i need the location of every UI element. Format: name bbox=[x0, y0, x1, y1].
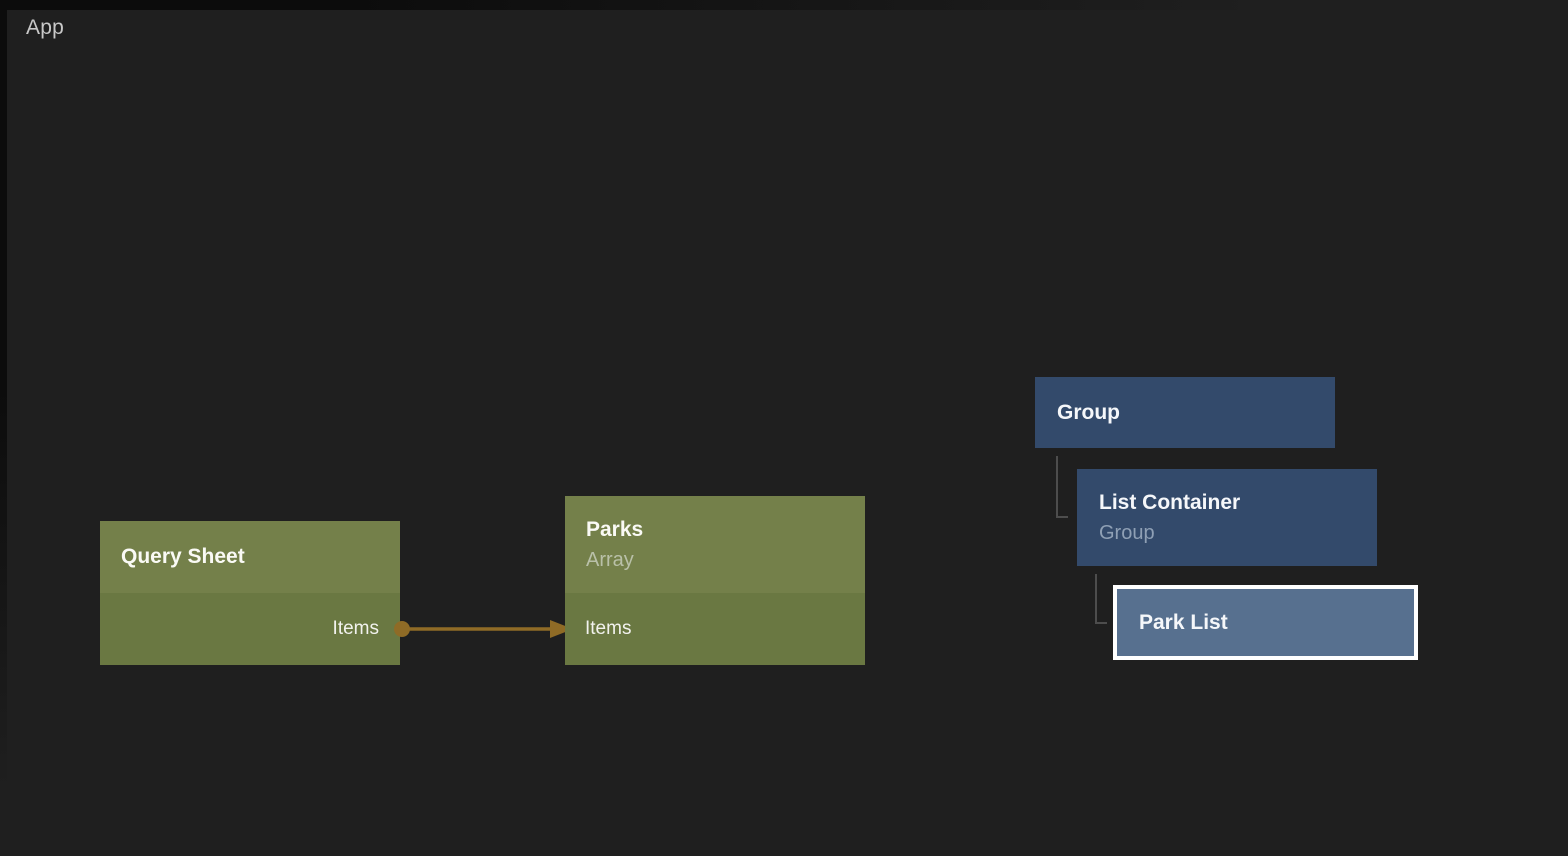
connection-wire[interactable] bbox=[390, 611, 582, 647]
node-title: Query Sheet bbox=[121, 545, 245, 568]
node-title: Park List bbox=[1139, 610, 1228, 634]
node-title: List Container bbox=[1099, 490, 1241, 514]
tree-connector-line bbox=[1056, 456, 1058, 518]
node-type-subtitle: Group bbox=[1099, 521, 1155, 544]
output-port-label: Items bbox=[332, 618, 379, 639]
node-title: Group bbox=[1057, 400, 1120, 424]
tree-connector-line bbox=[1095, 622, 1107, 624]
node-type-subtitle: Array bbox=[586, 548, 634, 571]
canvas-edge-shadow-left bbox=[0, 0, 7, 856]
node-title-bar: Parks Array bbox=[565, 496, 865, 593]
node-port-row: Items bbox=[565, 593, 865, 665]
input-port-label: Items bbox=[585, 618, 632, 639]
node-title-bar: Query Sheet bbox=[100, 521, 400, 593]
node-query-sheet[interactable]: Query Sheet Items bbox=[100, 521, 400, 665]
app-root-label[interactable]: App bbox=[26, 16, 64, 39]
canvas-edge-shadow-top bbox=[0, 0, 1568, 10]
wire-arrowhead-icon bbox=[550, 620, 573, 638]
node-title: Parks bbox=[586, 517, 644, 541]
node-group[interactable]: Group bbox=[1035, 377, 1335, 448]
node-port-row: Items bbox=[100, 593, 400, 665]
node-parks[interactable]: Parks Array Items bbox=[565, 496, 865, 665]
tree-connector-line bbox=[1056, 516, 1068, 518]
node-list-container[interactable]: List Container Group bbox=[1077, 469, 1377, 566]
tree-connector-line bbox=[1095, 574, 1097, 624]
node-park-list-selected[interactable]: Park List bbox=[1113, 585, 1418, 660]
output-port-dot[interactable] bbox=[394, 621, 410, 637]
